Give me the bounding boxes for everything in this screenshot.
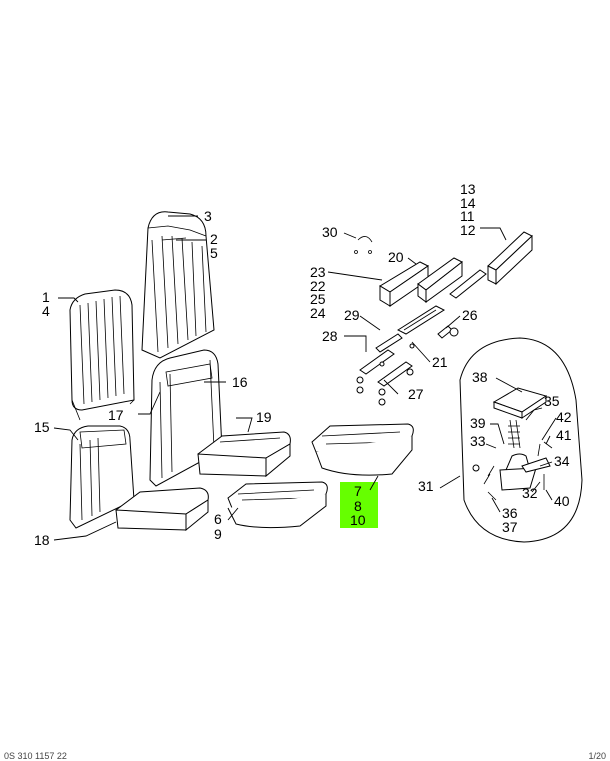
callout-21[interactable]: 21: [432, 354, 448, 370]
callout-3[interactable]: 3: [204, 208, 212, 224]
callout-41[interactable]: 41: [556, 427, 572, 443]
callout-22[interactable]: 22: [310, 278, 326, 294]
rail-hardware: [354, 236, 459, 406]
callout-37[interactable]: 37: [502, 519, 518, 535]
leader-lines: [53, 215, 557, 541]
footer-left-text: 0S 310 1157 22: [4, 751, 67, 761]
callout-6[interactable]: 6: [214, 511, 222, 527]
callout-16[interactable]: 16: [232, 374, 248, 390]
seat-back-left-upper: [69, 289, 135, 421]
callout-17[interactable]: 17: [108, 407, 124, 423]
callout-40[interactable]: 40: [554, 493, 570, 509]
callout-28[interactable]: 28: [322, 328, 338, 344]
callout-13[interactable]: 13: [460, 181, 476, 197]
callout-15[interactable]: 15: [34, 419, 50, 435]
callout-27[interactable]: 27: [408, 386, 424, 402]
callout-labels: 1 4 3 2 5 16 17 15 18 19 6 9 7 8 10 30 2…: [34, 181, 572, 548]
callout-14[interactable]: 14: [460, 195, 476, 211]
callout-8[interactable]: 8: [354, 498, 362, 514]
callout-5[interactable]: 5: [210, 245, 218, 261]
callout-34[interactable]: 34: [554, 453, 570, 469]
detail-view-31: [459, 337, 583, 543]
callout-42[interactable]: 42: [556, 409, 572, 425]
callout-25[interactable]: 25: [310, 291, 326, 307]
callout-24[interactable]: 24: [310, 305, 326, 321]
callout-33[interactable]: 33: [470, 433, 486, 449]
callout-32[interactable]: 32: [522, 485, 538, 501]
callout-18[interactable]: 18: [34, 532, 50, 548]
seat-cushion-18: [115, 487, 209, 532]
callout-11[interactable]: 11: [460, 208, 475, 224]
callout-20[interactable]: 20: [388, 249, 404, 265]
callout-23[interactable]: 23: [310, 264, 326, 280]
seat-back-left-lower: [69, 425, 135, 529]
callout-36[interactable]: 36: [502, 505, 518, 521]
callout-4[interactable]: 4: [42, 303, 50, 319]
footer-right-text: 1/20: [588, 751, 606, 761]
seat-back-tall-center: [141, 211, 215, 359]
callout-7[interactable]: 7: [354, 483, 362, 499]
callout-12[interactable]: 12: [460, 222, 476, 238]
callout-31[interactable]: 31: [418, 478, 434, 494]
callout-2[interactable]: 2: [210, 231, 218, 247]
callout-30[interactable]: 30: [322, 224, 338, 240]
callout-26[interactable]: 26: [462, 307, 478, 323]
callout-1[interactable]: 1: [42, 289, 50, 305]
callout-39[interactable]: 39: [470, 415, 486, 431]
callout-19[interactable]: 19: [256, 409, 272, 425]
seat-cushion-6-9: [227, 481, 328, 529]
callout-35[interactable]: 35: [544, 393, 560, 409]
seat-cushion-7-8-10: [311, 423, 414, 476]
callout-38[interactable]: 38: [472, 369, 488, 385]
highlight-box[interactable]: [340, 482, 378, 528]
seat-cushion-19: [197, 431, 291, 478]
seat-rails: [379, 231, 533, 307]
callout-9[interactable]: 9: [214, 526, 222, 542]
callout-10[interactable]: 10: [350, 512, 366, 528]
callout-29[interactable]: 29: [344, 307, 360, 323]
